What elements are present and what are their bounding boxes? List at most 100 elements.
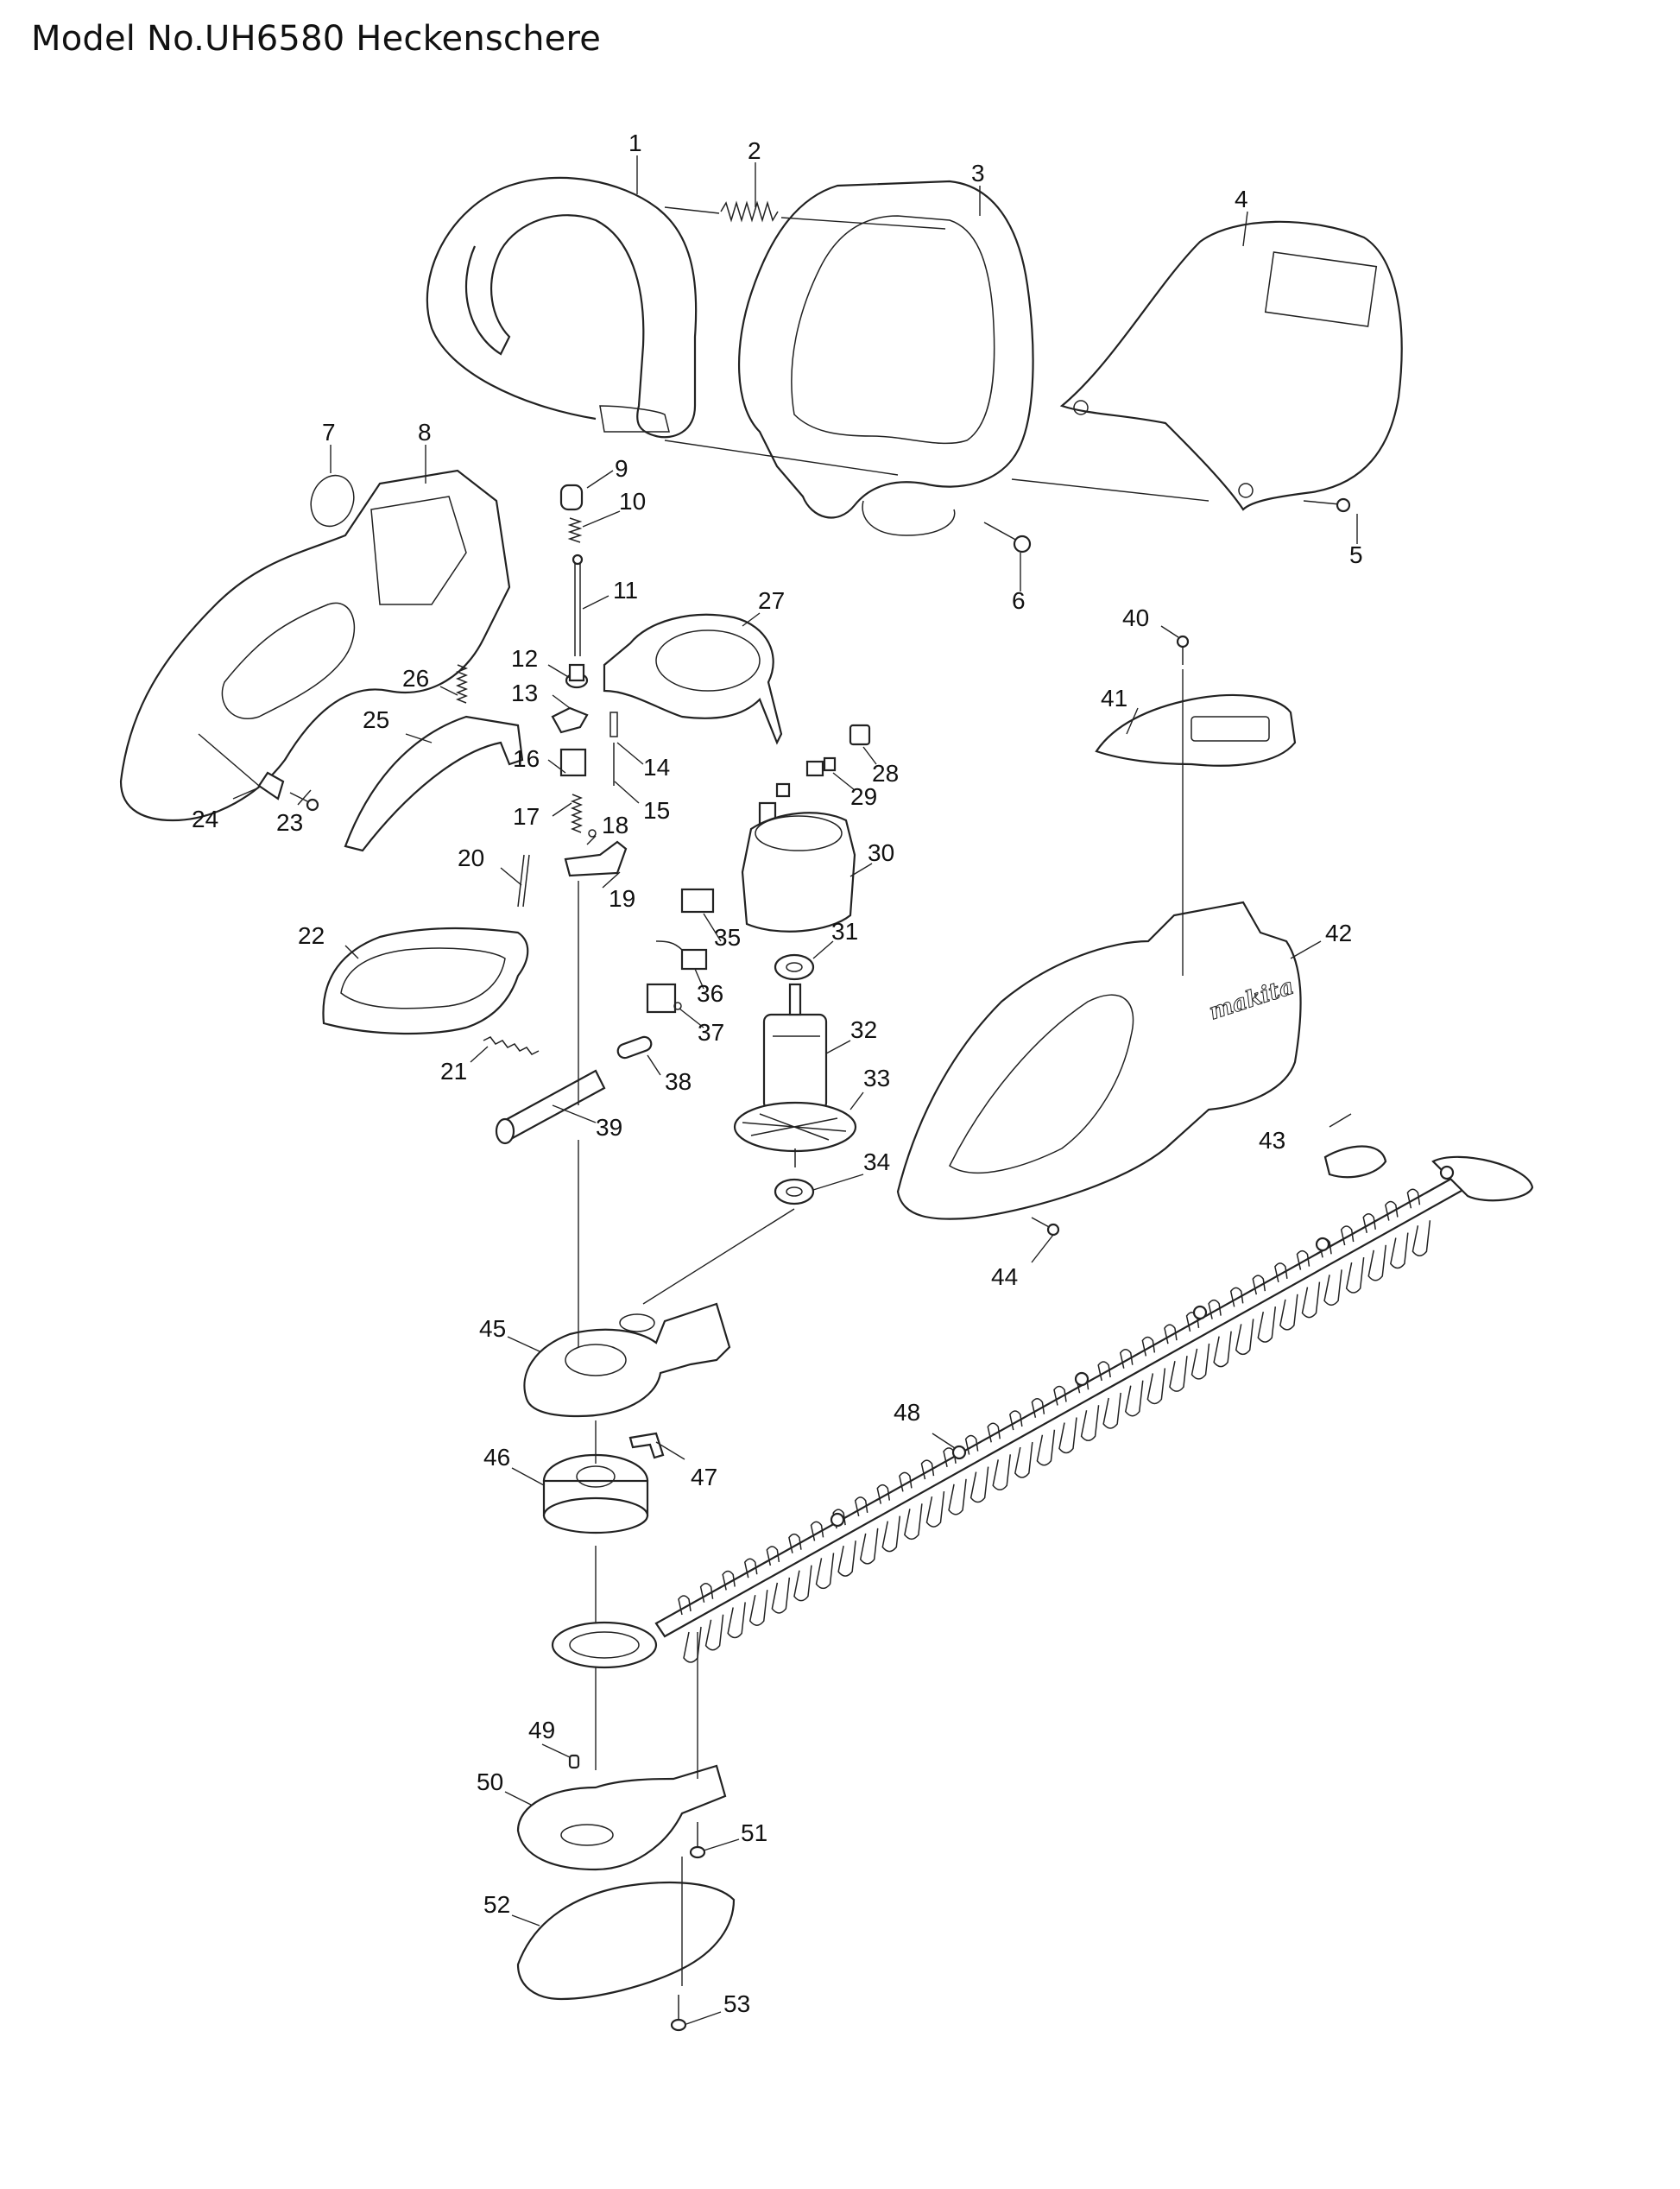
blade-tooth bbox=[722, 1570, 736, 1591]
part-label-16: 16 bbox=[513, 745, 540, 772]
part-34-ball-bearing bbox=[774, 1178, 815, 1205]
blade-tooth bbox=[1097, 1361, 1111, 1382]
part-49-pin bbox=[568, 1754, 580, 1769]
part-label-38: 38 bbox=[665, 1068, 692, 1095]
blade-tooth bbox=[904, 1503, 923, 1541]
part-label-27: 27 bbox=[758, 587, 785, 614]
part-label-5: 5 bbox=[1349, 541, 1363, 568]
part-12-bushing bbox=[565, 663, 589, 689]
part-50-gear-housing-cover bbox=[516, 1764, 727, 1871]
part-1-front-handle-grip bbox=[426, 176, 698, 439]
blade-tooth bbox=[948, 1478, 967, 1515]
part-5-screw bbox=[1303, 497, 1351, 513]
part-9-cap bbox=[559, 484, 584, 511]
part-48-nuts bbox=[830, 1165, 1455, 1528]
part-label-41: 41 bbox=[1101, 685, 1127, 712]
blade-tooth bbox=[1367, 1244, 1386, 1281]
blade-tooth bbox=[1323, 1269, 1342, 1306]
blade-tooth bbox=[925, 1491, 945, 1528]
part-label-10: 10 bbox=[619, 488, 646, 515]
part-label-15: 15 bbox=[643, 797, 670, 824]
blade-tooth bbox=[920, 1459, 935, 1480]
part-36-capacitor bbox=[655, 940, 708, 971]
part-label-3: 3 bbox=[971, 160, 985, 187]
part-4-hand-guard bbox=[1059, 220, 1403, 511]
part-6-screw bbox=[983, 522, 1032, 554]
blade-tooth bbox=[1385, 1200, 1399, 1221]
part-16-block bbox=[559, 748, 587, 777]
part-label-13: 13 bbox=[511, 680, 538, 706]
part-label-40: 40 bbox=[1122, 604, 1149, 631]
blade-tooth bbox=[1301, 1281, 1321, 1319]
blade-tooth bbox=[683, 1626, 702, 1663]
part-label-33: 33 bbox=[863, 1065, 890, 1091]
part-label-37: 37 bbox=[698, 1019, 724, 1046]
part-label-51: 51 bbox=[741, 1819, 767, 1846]
part-label-53: 53 bbox=[723, 1990, 750, 2017]
blade-tooth bbox=[1058, 1417, 1077, 1454]
part-label-12: 12 bbox=[511, 645, 538, 672]
part-37-terminal-block bbox=[646, 983, 682, 1014]
part-47-bracket bbox=[628, 1432, 665, 1459]
part-30-field-stator bbox=[741, 812, 856, 933]
blade-tooth bbox=[854, 1496, 868, 1517]
page-title: Model No.UH6580 Heckenschere bbox=[31, 19, 602, 59]
blade-tooth bbox=[837, 1541, 856, 1577]
part-label-36: 36 bbox=[697, 980, 723, 1007]
blade-tooth bbox=[1412, 1220, 1431, 1257]
blade-tooth bbox=[1340, 1225, 1355, 1246]
part-label-47: 47 bbox=[691, 1464, 717, 1490]
blade-tooth bbox=[1362, 1213, 1376, 1233]
part-14-leaf-spring bbox=[609, 712, 618, 737]
part-3-front-handle bbox=[737, 180, 1034, 536]
blade-tooth bbox=[1164, 1324, 1178, 1344]
part-label-11: 11 bbox=[613, 577, 638, 604]
part-label-48: 48 bbox=[894, 1399, 920, 1426]
part-label-1: 1 bbox=[628, 130, 642, 156]
blade-tooth bbox=[766, 1546, 780, 1566]
part-25-switch-trigger bbox=[344, 715, 524, 852]
part-label-14: 14 bbox=[643, 754, 670, 781]
part-44-screw bbox=[1031, 1217, 1060, 1237]
blade-tooth bbox=[1345, 1256, 1365, 1294]
part-18-retaining-ring bbox=[588, 829, 597, 838]
part-38-noise-suppressor bbox=[616, 1035, 653, 1060]
part-32-armature bbox=[762, 983, 828, 1111]
blade-tooth bbox=[704, 1614, 724, 1651]
blade-tooth bbox=[788, 1533, 802, 1553]
part-29-carbon-brush bbox=[805, 756, 837, 777]
part-label-19: 19 bbox=[609, 885, 635, 912]
blade-tooth bbox=[987, 1422, 1001, 1443]
part-28-brush-holder bbox=[849, 724, 871, 746]
blade-tooth bbox=[727, 1602, 746, 1639]
blade-tooth bbox=[1296, 1250, 1311, 1270]
part-22-handle-cover bbox=[322, 927, 529, 1035]
part-10-spring bbox=[567, 517, 583, 543]
part-51-screw bbox=[689, 1822, 706, 1859]
blade-tooth bbox=[1102, 1392, 1121, 1429]
blade-tooth bbox=[1406, 1188, 1421, 1209]
part-52-bottom-cover bbox=[516, 1881, 736, 2001]
part-33-fan bbox=[733, 1101, 857, 1167]
part-41-rear-cover bbox=[1095, 693, 1297, 767]
blade-tooth bbox=[859, 1528, 879, 1565]
blade-tooth bbox=[1053, 1385, 1067, 1406]
part-label-29: 29 bbox=[850, 783, 877, 810]
blade-tooth bbox=[1014, 1441, 1033, 1478]
part-label-7: 7 bbox=[322, 419, 336, 446]
blade-tooth bbox=[1009, 1410, 1023, 1431]
blade-tooth bbox=[1031, 1398, 1045, 1418]
blade-tooth bbox=[1146, 1368, 1166, 1405]
blade-tooth bbox=[899, 1471, 913, 1492]
blade-tooth bbox=[743, 1558, 758, 1578]
blade-tooth bbox=[1213, 1331, 1232, 1368]
part-label-42: 42 bbox=[1325, 920, 1352, 946]
part-label-17: 17 bbox=[513, 803, 540, 830]
blade-tooth bbox=[748, 1590, 768, 1626]
blade-tooth bbox=[964, 1434, 979, 1455]
part-label-25: 25 bbox=[363, 706, 389, 733]
blade-tooth bbox=[1229, 1287, 1244, 1307]
blade-tooth bbox=[678, 1595, 692, 1616]
nut bbox=[1192, 1305, 1208, 1320]
part-43-nameplate bbox=[1323, 1145, 1387, 1179]
